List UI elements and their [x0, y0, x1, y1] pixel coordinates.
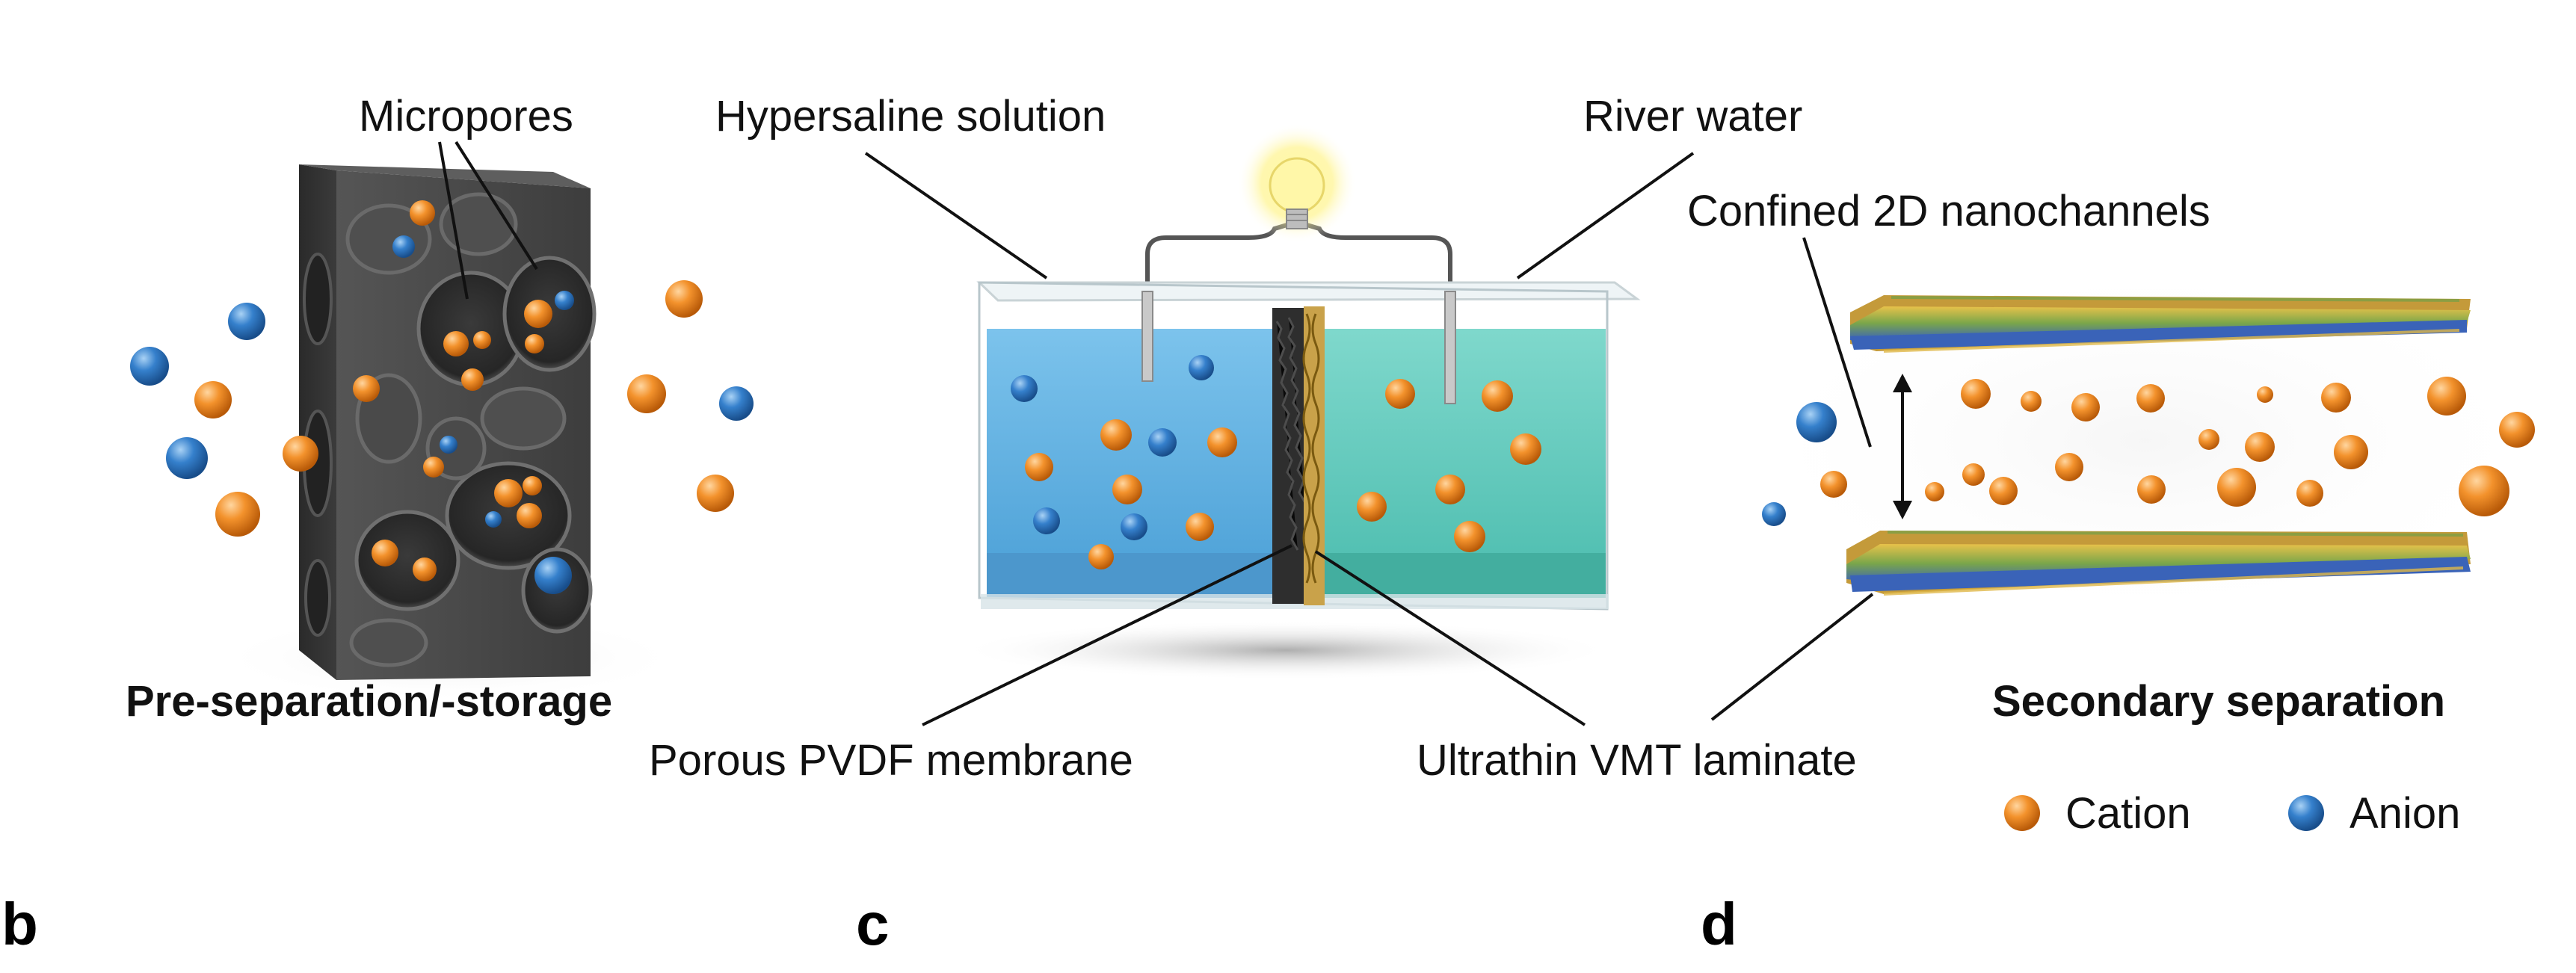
river-water-leader — [1516, 152, 1695, 279]
free-ions-left — [130, 280, 754, 537]
nanochannel — [1727, 254, 2564, 628]
secondary-label: Secondary separation — [1992, 677, 2445, 726]
ultrathin-vmt-label: Ultrathin VMT laminate — [1417, 736, 1857, 785]
cation-legend-marker — [2004, 795, 2040, 831]
panel-label-b: b — [1, 891, 38, 957]
spacing-arrow — [1893, 374, 1912, 519]
vmt-layer-upper — [1850, 295, 2471, 353]
confined-leader — [1802, 237, 1872, 448]
micropores-label: Micropores — [359, 92, 573, 140]
hypersaline-leader — [864, 152, 1048, 279]
micropores-leader-1 — [438, 141, 469, 300]
anion-legend-marker — [2288, 795, 2324, 831]
panel-label-c: c — [856, 891, 890, 957]
vmt-layer-lower — [1846, 531, 2471, 596]
hypersaline-label: Hypersaline solution — [715, 92, 1106, 140]
porous-block — [209, 164, 688, 702]
porous-pvdf-leader — [922, 544, 1292, 726]
river-water-label: River water — [1583, 92, 1802, 140]
anion-legend-label: Anion — [2349, 789, 2460, 838]
lower-layer-leader — [1710, 593, 1874, 721]
pre-separation-label: Pre-separation/-storage — [126, 677, 612, 726]
micropores-leader-2 — [455, 140, 538, 271]
light-bulb-icon — [1237, 123, 1357, 243]
ultrathin-vmt-leader — [1314, 550, 1586, 726]
confined-label: Confined 2D nanochannels — [1687, 187, 2210, 235]
electrochemical-cell — [957, 123, 1641, 680]
panel-label-d: d — [1701, 891, 1737, 957]
cation-legend-label: Cation — [2065, 789, 2191, 838]
legend: Cation Anion — [2004, 789, 2460, 838]
porous-pvdf-label: Porous PVDF membrane — [649, 736, 1133, 785]
